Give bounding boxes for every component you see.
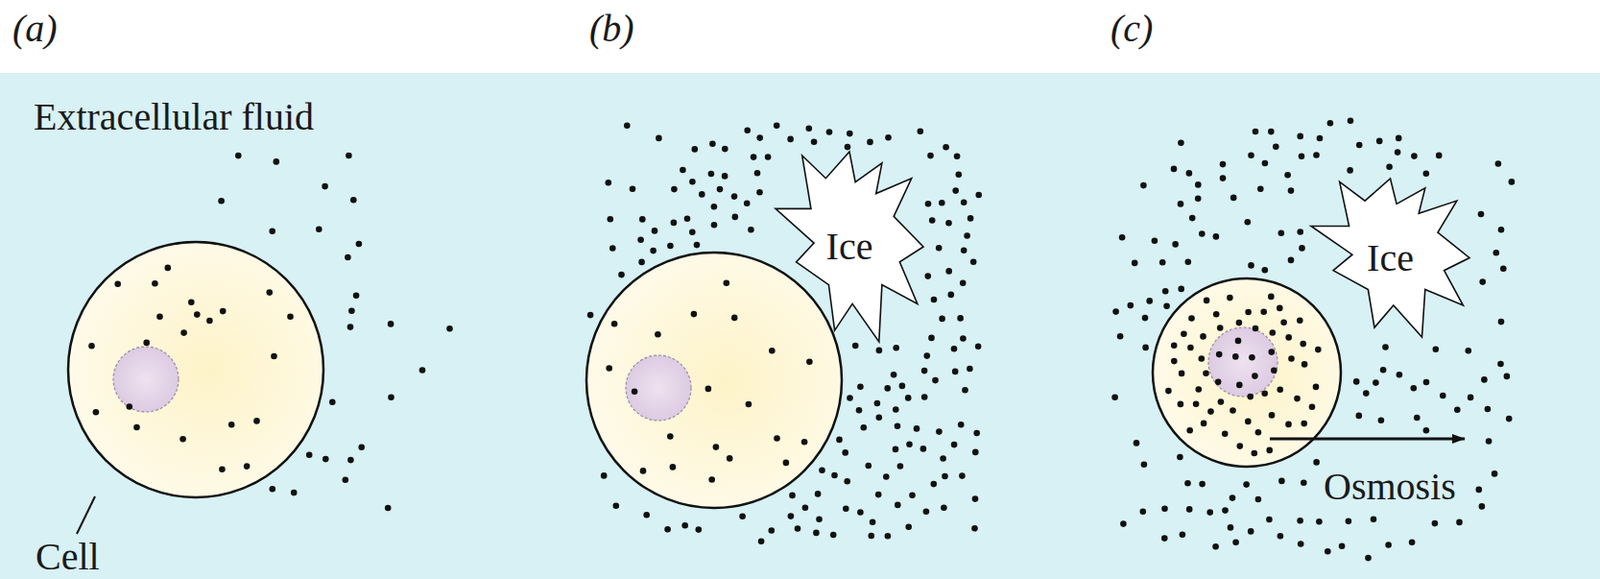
panel-letter: (a) [12,7,58,50]
region-label: Extracellular fluid [33,95,314,139]
ice-crystal: Ice [1311,178,1470,337]
solute-dots [88,118,1515,562]
leader-line [76,496,96,534]
process-label: Osmosis [1323,465,1457,508]
cell-b [586,252,842,508]
ice-crystal: Ice [775,151,924,342]
part-label: Cell [35,535,100,578]
ice-label: Ice [826,225,874,268]
panel-letter: (c) [1110,7,1153,50]
fluid-background [0,72,1600,579]
osmosis-arrow [1269,437,1465,441]
ice-label: Ice [1366,237,1414,280]
panel-letter: (b) [589,7,635,50]
cell-a [68,241,324,498]
